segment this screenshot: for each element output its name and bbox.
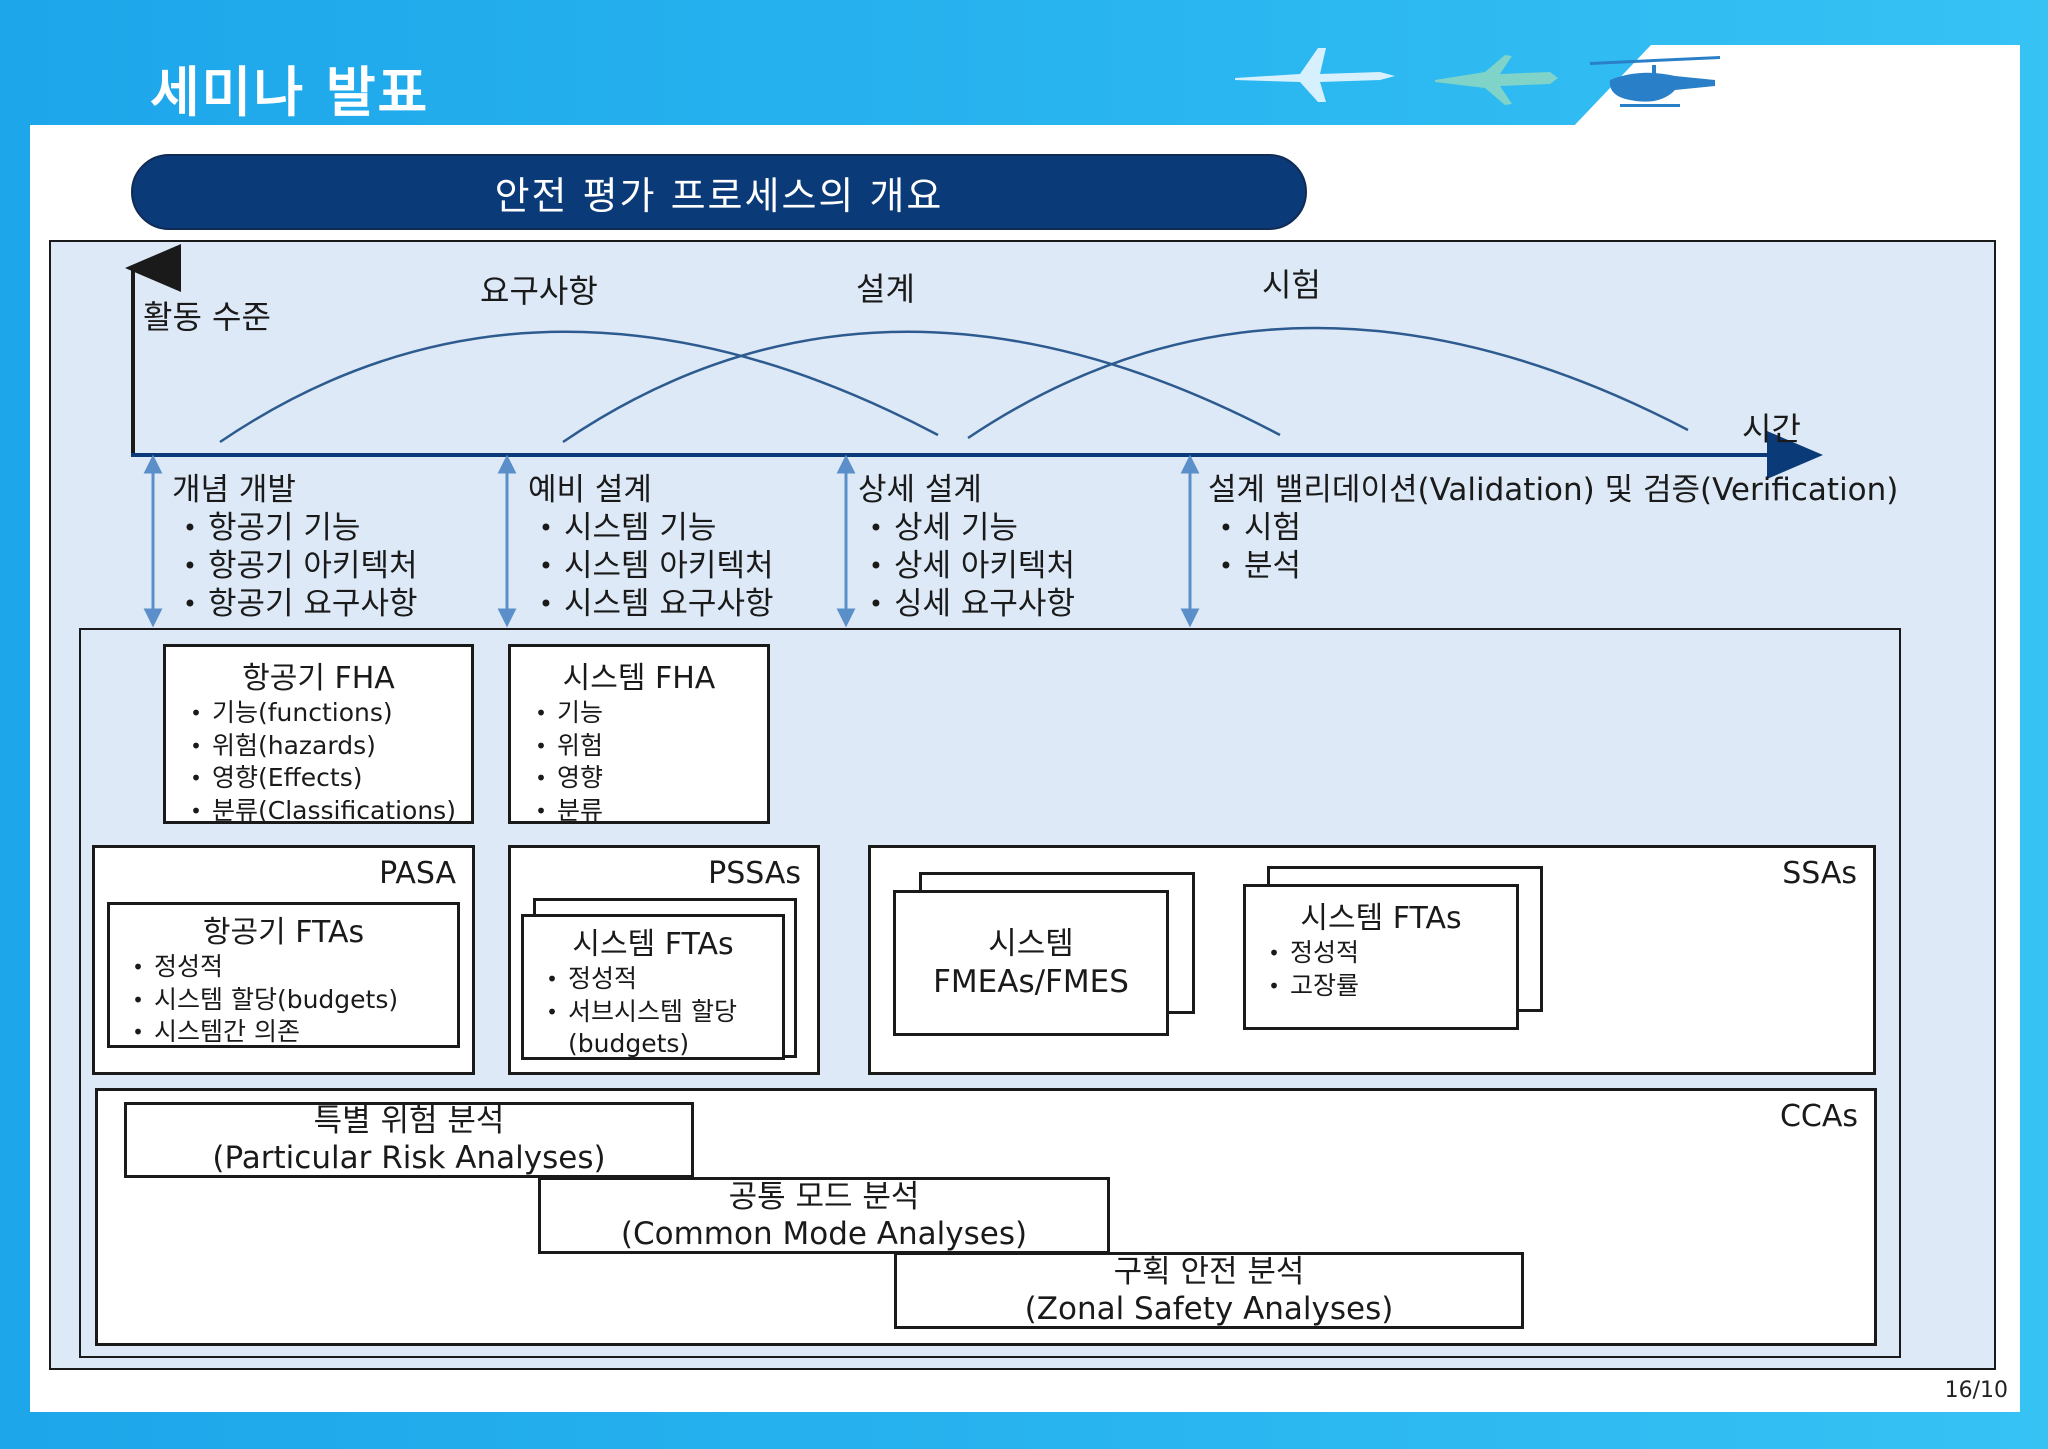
helicopter-icon (1590, 56, 1720, 107)
system-fta-box: 시스템 FTAs 정성적 서브시스템 할당 (budgets) (521, 914, 785, 1060)
system-fta-title: 시스템 FTAs (572, 927, 734, 962)
aircraft-fha-items: 기능(functions) 위험(hazards) 영향(Effects) 분류… (180, 697, 471, 827)
ssas-label: SSAs (1782, 856, 1857, 891)
analysis-ko: 구획 안전 분석 (1113, 1253, 1305, 1290)
list-item: 위험 (525, 730, 767, 763)
list-item: 기능(functions) (180, 697, 471, 730)
list-item: 항공기 기능 (172, 509, 418, 547)
header-title: 세미나 발표 (150, 61, 430, 124)
requirements-curve (219, 330, 939, 444)
column-items: 상세 기능 상세 아키텍처 싱세 요구사항 (858, 509, 1075, 623)
column-detailed: 상세 설계 상세 기능 상세 아키텍처 싱세 요구사항 (858, 464, 1075, 623)
list-item: 정성적 (536, 963, 782, 996)
section-title-text: 안전 평가 프로세스의 개요 (494, 173, 944, 218)
system-fha-items: 기능 위험 영향 분류 (525, 697, 767, 827)
pssas-box: PSSAs 시스템 FTAs 정성적 서브시스템 할당 (budgets) (508, 845, 820, 1075)
ssas-box: SSAs 시스템 FMEAs/FMES 시스템 FTAs 정성적 고장률 (868, 845, 1876, 1075)
fmea-box: 시스템 FMEAs/FMES (893, 890, 1169, 1036)
analysis-en: (Common Mode Analyses) (620, 1215, 1028, 1252)
pasa-label: PASA (379, 856, 456, 891)
pasa-box: PASA 항공기 FTAs 정성적 시스템 할당(budgets) 시스템간 의… (92, 845, 475, 1075)
list-item: 시스템 할당(budgets) (122, 984, 457, 1017)
particular-risk-box: 특별 위험 분석 (Particular Risk Analyses) (124, 1102, 694, 1178)
fmea-line2: FMEAs/FMES (933, 964, 1129, 1000)
list-item: 상세 아키텍처 (858, 547, 1075, 585)
list-item: 정성적 (122, 951, 457, 984)
test-curve (967, 326, 1689, 440)
airliner-icon (1235, 48, 1395, 102)
list-item: 위험(hazards) (180, 730, 471, 763)
list-item: 분석 (1208, 547, 1898, 585)
column-concept: 개념 개발 항공기 기능 항공기 아키텍처 항공기 요구사항 (172, 464, 418, 623)
system-fha-box: 시스템 FHA 기능 위험 영향 분류 (508, 644, 770, 827)
list-item: 분류(Classifications) (180, 795, 471, 828)
y-axis-label: 활동 수준 (143, 298, 271, 336)
aircraft-fta-box: 항공기 FTAs 정성적 시스템 할당(budgets) 시스템간 의존 (107, 902, 460, 1048)
design-curve (562, 330, 1281, 444)
aircraft-fha-title: 항공기 FHA (242, 661, 395, 696)
column-head: 상세 설계 (858, 472, 982, 508)
section-title-pill: 안전 평가 프로세스의 개요 (131, 154, 1307, 230)
common-mode-box: 공통 모드 분석 (Common Mode Analyses) (538, 1177, 1110, 1254)
list-item: 시스템 요구사항 (528, 585, 774, 623)
zonal-safety-box: 구획 안전 분석 (Zonal Safety Analyses) (894, 1252, 1524, 1329)
jet-icon (1435, 55, 1558, 105)
system-fha-title: 시스템 FHA (562, 661, 716, 696)
column-items: 시험 분석 (1208, 509, 1898, 585)
list-item: 싱세 요구사항 (858, 585, 1075, 623)
column-head: 설계 밸리데이션(Validation) 및 검증(Verification) (1208, 472, 1899, 508)
aircraft-fta-items: 정성적 시스템 할당(budgets) 시스템간 의존 (122, 951, 457, 1049)
ccas-label: CCAs (1779, 1099, 1858, 1134)
ssa-fta-box: 시스템 FTAs 정성적 고장률 (1243, 884, 1519, 1030)
activity-chart (125, 244, 1823, 628)
list-item: 시스템간 의존 (122, 1016, 457, 1049)
analysis-ko: 공통 모드 분석 (728, 1178, 920, 1215)
ssa-fta-items: 정성적 고장률 (1258, 937, 1516, 1002)
column-preliminary: 예비 설계 시스템 기능 시스템 아키텍처 시스템 요구사항 (528, 464, 774, 623)
pssas-label: PSSAs (708, 856, 801, 891)
analysis-ko: 특별 위험 분석 (313, 1103, 505, 1139)
list-item: 기능 (525, 697, 767, 730)
ssa-fta-title: 시스템 FTAs (1300, 901, 1462, 936)
aircraft-fha-box: 항공기 FHA 기능(functions) 위험(hazards) 영향(Eff… (163, 644, 474, 827)
list-item: 상세 기능 (858, 509, 1075, 547)
analysis-en: (Particular Risk Analyses) (212, 1140, 606, 1176)
aircraft-fta-title: 항공기 FTAs (202, 915, 365, 950)
column-items: 항공기 기능 항공기 아키텍처 항공기 요구사항 (172, 509, 418, 623)
list-item: 고장률 (1258, 970, 1516, 1003)
list-item: 시험 (1208, 509, 1898, 547)
column-validation: 설계 밸리데이션(Validation) 및 검증(Verification) … (1208, 464, 1898, 585)
list-item: 정성적 (1258, 937, 1516, 970)
list-item: 분류 (525, 795, 767, 828)
fmea-line1: 시스템 (988, 926, 1074, 962)
phase-label-test: 시험 (1262, 266, 1321, 304)
column-head: 예비 설계 (528, 472, 652, 508)
list-item: 항공기 아키텍처 (172, 547, 418, 585)
x-axis-label: 시간 (1742, 410, 1801, 448)
column-items: 시스템 기능 시스템 아키텍처 시스템 요구사항 (528, 509, 774, 623)
column-head: 개념 개발 (172, 472, 296, 508)
list-item: 시스템 기능 (528, 509, 774, 547)
list-item: 영향(Effects) (180, 762, 471, 795)
list-item: 서브시스템 할당 (536, 996, 782, 1029)
phase-label-requirements: 요구사항 (480, 272, 598, 310)
analysis-en: (Zonal Safety Analyses) (1024, 1290, 1394, 1327)
budgets-note: (budgets) (568, 1029, 690, 1058)
system-fta-items: 정성적 서브시스템 할당 (536, 963, 782, 1028)
list-item: 영향 (525, 762, 767, 795)
phase-label-design: 설계 (856, 270, 915, 308)
list-item: 항공기 요구사항 (172, 585, 418, 623)
page-number: 16/10 (1944, 1378, 2008, 1403)
list-item: 시스템 아키텍처 (528, 547, 774, 585)
